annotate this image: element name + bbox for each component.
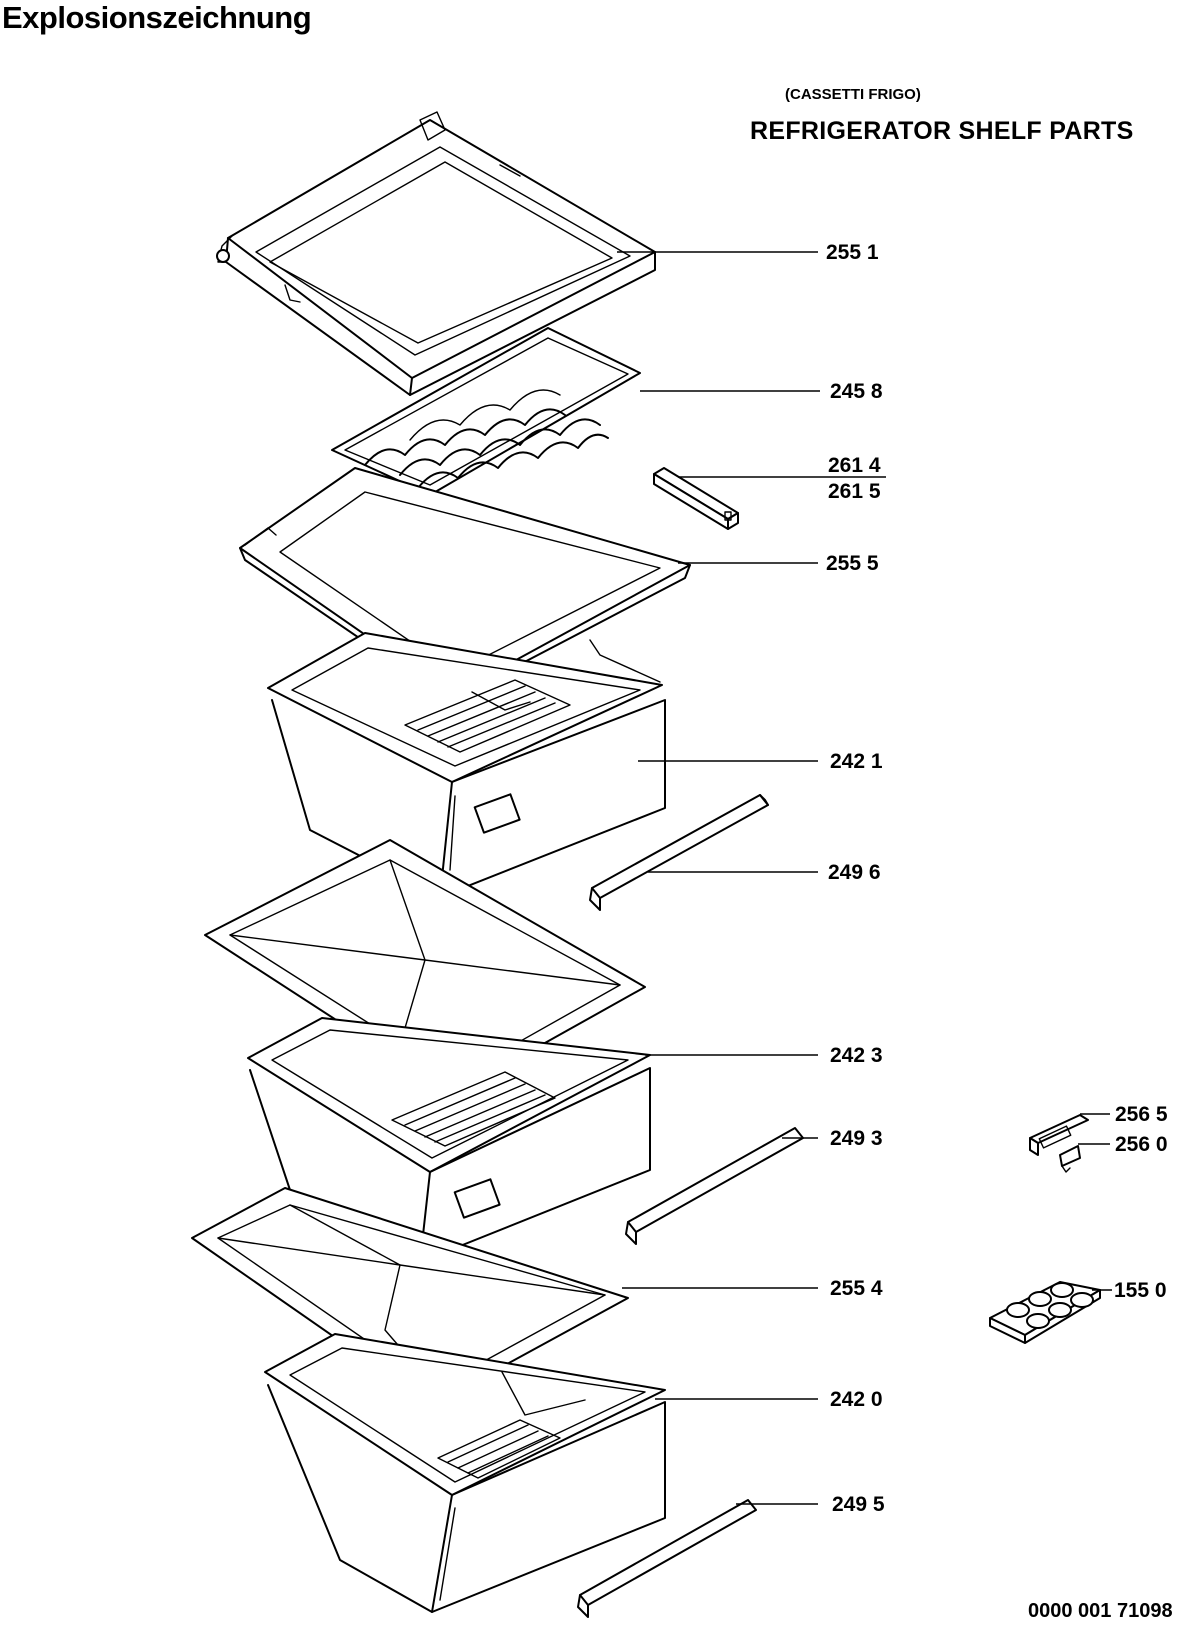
- part-label: 261 4: [828, 454, 881, 477]
- part-rail-3: [577, 1499, 757, 1618]
- document-number: 0000 001 71098: [1028, 1600, 1173, 1622]
- part-rail-1: [589, 794, 769, 911]
- part-label: 249 3: [830, 1127, 883, 1150]
- diagram-subtitle: (CASSETTI FRIGO): [785, 86, 921, 103]
- part-bracket: [653, 467, 739, 530]
- part-label: 242 3: [830, 1044, 883, 1067]
- part-label: 255 5: [826, 552, 879, 575]
- part-label: 261 5: [828, 480, 881, 503]
- part-crisper-drawer-2: [247, 1017, 651, 1263]
- diagram-heading: REFRIGERATOR SHELF PARTS: [750, 117, 1134, 145]
- part-label: 255 4: [830, 1277, 883, 1300]
- part-clips: [1029, 1114, 1089, 1173]
- part-label: 256 5: [1115, 1103, 1168, 1126]
- part-crisper-drawer-3: [264, 1333, 666, 1613]
- part-egg-tray: [989, 1281, 1101, 1344]
- part-wine-rack: [331, 327, 641, 496]
- part-glass-shelf-top: [216, 111, 656, 396]
- part-label: 242 1: [830, 750, 883, 773]
- part-labels: 255 1 245 8 261 4 261 5 255 5 242 1 249 …: [826, 241, 1168, 1516]
- page-title: Explosionszeichnung: [2, 0, 312, 35]
- part-label: 245 8: [830, 380, 883, 403]
- part-rail-2: [625, 1127, 804, 1245]
- part-crisper-drawer-1: [267, 632, 666, 898]
- part-label: 242 0: [830, 1388, 883, 1411]
- part-label: 249 6: [828, 861, 881, 884]
- part-label: 255 1: [826, 241, 879, 264]
- part-label: 155 0: [1114, 1279, 1167, 1302]
- part-label: 256 0: [1115, 1133, 1168, 1156]
- part-label: 249 5: [832, 1493, 885, 1516]
- leader-lines: [617, 251, 1112, 1505]
